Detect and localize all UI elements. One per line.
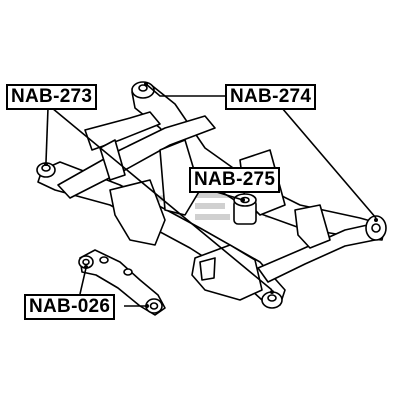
front-crossmember [57, 115, 216, 199]
part-label-nab-273: NAB-273 [6, 84, 98, 110]
part-label-nab-026: NAB-026 [24, 294, 116, 320]
lateral-link-arm [78, 249, 166, 316]
leader-nab-273-b [51, 107, 273, 291]
leader-nab-274-b [281, 107, 377, 219]
rear-subframe [37, 83, 386, 306]
leader-nab-273-a [45, 107, 49, 163]
leader-nab-026-a [79, 267, 87, 295]
part-label-nab-275: NAB-275 [189, 167, 281, 193]
leader-lines [45, 83, 377, 307]
bushing-right [365, 215, 387, 241]
bushing-rear [261, 291, 283, 309]
leader-nab-274-a [145, 83, 227, 97]
bushing-top-center [131, 81, 155, 99]
part-label-nab-274: NAB-274 [225, 84, 317, 110]
leader-dots [44, 82, 378, 308]
